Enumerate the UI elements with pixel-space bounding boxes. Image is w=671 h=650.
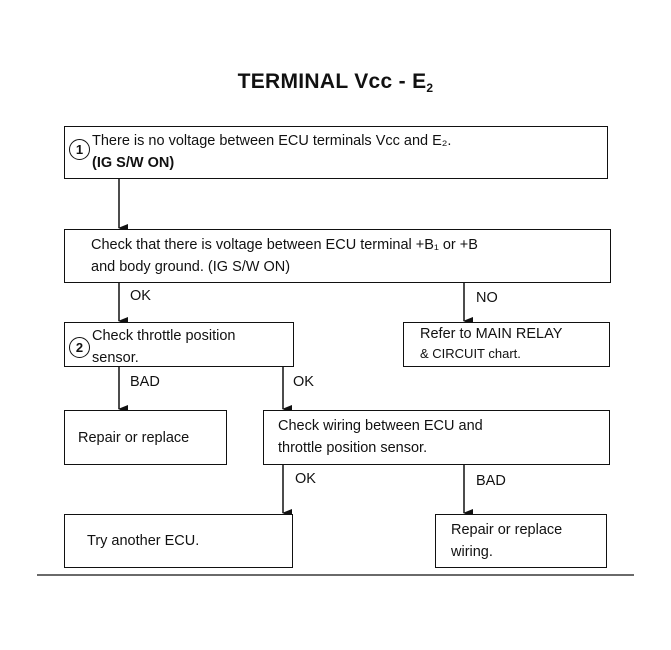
check-voltage-text-2: and body ground. (IG S/W ON) [91,259,291,275]
label-ok-voltage: OK [130,288,151,304]
repair-wiring-text-1: Repair or replace [451,522,563,538]
try-another-ecu-text: Try another ECU. [87,533,200,549]
try-another-ecu-box: Try another ECU. [64,514,293,568]
check-voltage-box: Check that there is voltage between ECU … [64,229,611,283]
repair-wiring-text-2: wiring. [451,544,493,560]
step-number-2: 2 [69,337,90,358]
step-2-text-2: sensor. [92,350,139,366]
diagram-title: TERMINAL Vcc - E2 [0,70,671,95]
check-wiring-box: Check wiring between ECU and throttle po… [263,410,610,465]
main-relay-text-1: Refer to MAIN RELAY [420,326,563,342]
check-voltage-text-1: Check that there is voltage between ECU … [91,237,478,253]
label-bad-sensor: BAD [130,374,160,390]
step-1-text: There is no voltage between ECU terminal… [92,133,452,149]
step-1-condition: (IG S/W ON) [92,155,175,171]
title-subscript: 2 [426,81,434,95]
step-2-box: 2 Check throttle position sensor. [64,322,294,367]
step-2-text-1: Check throttle position [92,328,236,344]
repair-replace-text: Repair or replace [78,430,190,446]
main-relay-text-2: & CIRCUIT chart. [420,346,521,361]
main-relay-box: Refer to MAIN RELAY & CIRCUIT chart. [403,322,610,367]
check-wiring-text-2: throttle position sensor. [278,440,428,456]
step-number-1: 1 [69,139,90,160]
label-ok-sensor: OK [293,374,314,390]
label-ok-wiring: OK [295,471,316,487]
label-no-voltage: NO [476,290,498,306]
check-wiring-text-1: Check wiring between ECU and [278,418,483,434]
label-bad-wiring: BAD [476,473,506,489]
repair-wiring-box: Repair or replace wiring. [435,514,607,568]
repair-replace-box: Repair or replace [64,410,227,465]
step-1-box: 1 There is no voltage between ECU termin… [64,126,608,179]
title-main: TERMINAL Vcc - E [237,70,427,93]
